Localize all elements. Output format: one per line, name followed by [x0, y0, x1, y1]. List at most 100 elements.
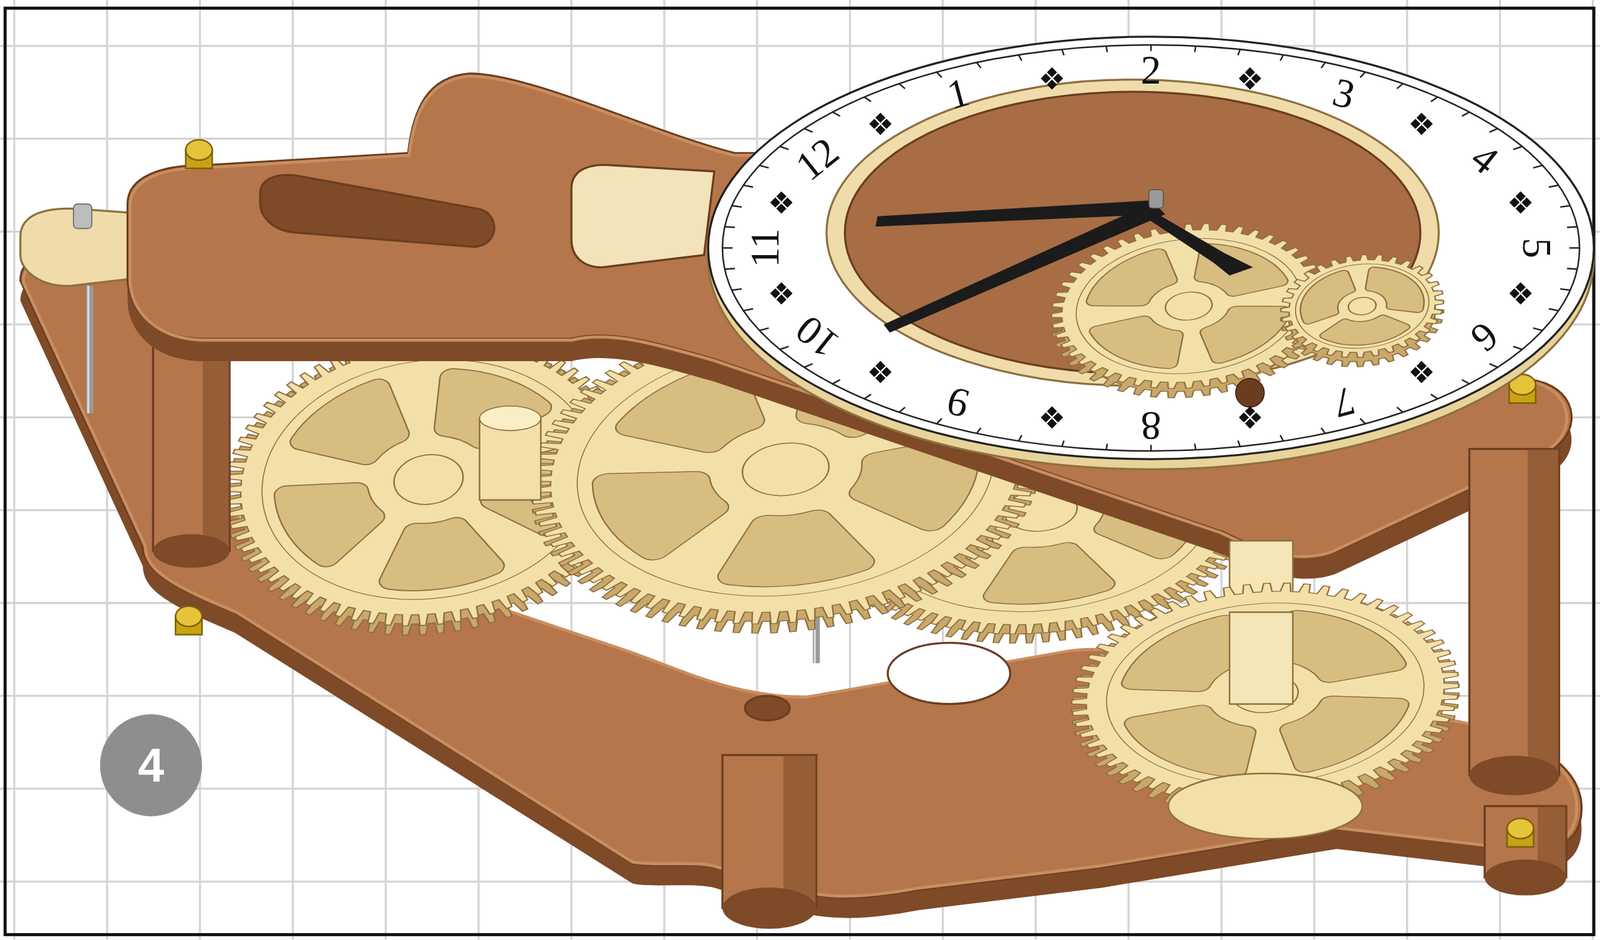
minute-tick: [1018, 54, 1022, 61]
dial-marker: [875, 361, 886, 372]
gear-hub: [1163, 290, 1214, 323]
dial-screw: [1235, 378, 1265, 408]
plate-hole: [744, 696, 790, 721]
grid-line: [13, 0, 15, 940]
dial-marker: [875, 112, 886, 123]
minute-tick: [1321, 427, 1326, 434]
dial-marker: [1509, 288, 1520, 299]
dial-marker: [1245, 79, 1256, 90]
dial-marker: [776, 191, 787, 202]
dial-marker: [1422, 118, 1433, 129]
minute-tick: [1238, 440, 1241, 447]
minute-tick: [731, 205, 742, 208]
minute-tick: [1018, 435, 1022, 442]
dial-marker: [1245, 418, 1256, 429]
dial-marker: [782, 197, 793, 208]
pin: [73, 203, 92, 229]
dial-marker: [1422, 366, 1433, 377]
dial-marker: [881, 118, 892, 129]
dial-marker: [1052, 412, 1063, 423]
dial-marker: [1521, 197, 1532, 208]
gear-cutout: [1123, 701, 1259, 785]
minute-tick: [743, 308, 754, 311]
dial-ring: [826, 79, 1439, 387]
minute-tick: [1560, 288, 1571, 291]
minute-tick: [832, 112, 841, 117]
minute-tick: [779, 346, 789, 350]
minute-tick: [1238, 49, 1241, 56]
frame-post-cap: [152, 533, 230, 568]
dial-marker: [881, 366, 892, 377]
dial-marker: [1410, 366, 1421, 377]
minute-tick: [1280, 435, 1284, 442]
dial-marker: [770, 197, 781, 208]
minute-tick: [1105, 46, 1108, 53]
frame-post-shade: [1527, 449, 1559, 776]
minute-tick: [1194, 46, 1196, 53]
dial-marker: [1052, 73, 1063, 84]
gear-cutout: [1318, 312, 1412, 350]
dial-marker: [1251, 412, 1262, 423]
minute-tick: [1548, 308, 1559, 311]
minute-tick: [1489, 363, 1498, 368]
gear-hub: [1347, 296, 1377, 317]
minute-tick: [832, 379, 841, 385]
gear-cutout: [1296, 269, 1359, 325]
dial-numeral: 2: [1140, 49, 1162, 91]
frame-border: [4, 8, 1594, 935]
minute-tick: [1569, 247, 1580, 249]
dial-marker: [770, 288, 781, 299]
gear-cutout: [371, 512, 506, 598]
callout-text: 4: [137, 741, 165, 789]
minute-tick: [863, 394, 871, 399]
minute-tick: [1430, 97, 1438, 102]
minute-tick: [759, 328, 770, 331]
gear-cutout: [283, 376, 413, 476]
dial-marker: [1416, 124, 1427, 135]
dial-marker: [1046, 418, 1057, 429]
minute-tick: [898, 83, 906, 89]
minute-tick: [936, 418, 942, 424]
plate-hole: [887, 643, 1010, 705]
minute-tick: [1560, 205, 1571, 208]
dial-marker: [1410, 118, 1421, 129]
minute-tick: [1280, 54, 1284, 61]
dial-line: [722, 44, 1580, 451]
dial-marker: [1041, 73, 1052, 84]
minute-tick: [1360, 72, 1366, 78]
pinion-top: [479, 406, 541, 431]
minute-tick: [1061, 49, 1064, 56]
gear-spokes: [1069, 227, 1309, 385]
minute-tick: [731, 288, 742, 291]
gear-cutout: [591, 461, 733, 566]
dial-numeral: 11: [744, 228, 786, 268]
minute-tick: [724, 268, 735, 270]
minute-tick: [1462, 112, 1470, 117]
dial-marker: [1515, 281, 1526, 292]
dial-marker: [1416, 373, 1427, 384]
minute-tick: [743, 185, 754, 188]
minute-tick: [936, 72, 942, 78]
minute-tick: [804, 363, 813, 368]
dial-marker: [1238, 412, 1249, 423]
dial-numeral: 8: [1140, 404, 1162, 446]
dial-marker: [1521, 288, 1532, 299]
dial-marker: [1245, 406, 1256, 417]
gear-cutout: [978, 538, 1116, 611]
gear-hub-block: [1229, 611, 1293, 704]
minute-tick: [1105, 443, 1108, 450]
leg-post-shade: [783, 754, 817, 908]
gear-rim: [1069, 227, 1309, 385]
dial-marker: [1509, 197, 1520, 208]
dial-marker: [1245, 67, 1256, 78]
minute-tick: [1513, 346, 1523, 350]
dial-marker: [782, 288, 793, 299]
gear-cutout: [1278, 690, 1414, 774]
leg-post-cap: [722, 887, 816, 929]
minute-tick: [898, 407, 906, 413]
steel-arbor: [86, 285, 93, 413]
brass-nut-dome: [175, 606, 203, 627]
dial-marker: [1416, 361, 1427, 372]
minute-tick: [779, 146, 789, 150]
